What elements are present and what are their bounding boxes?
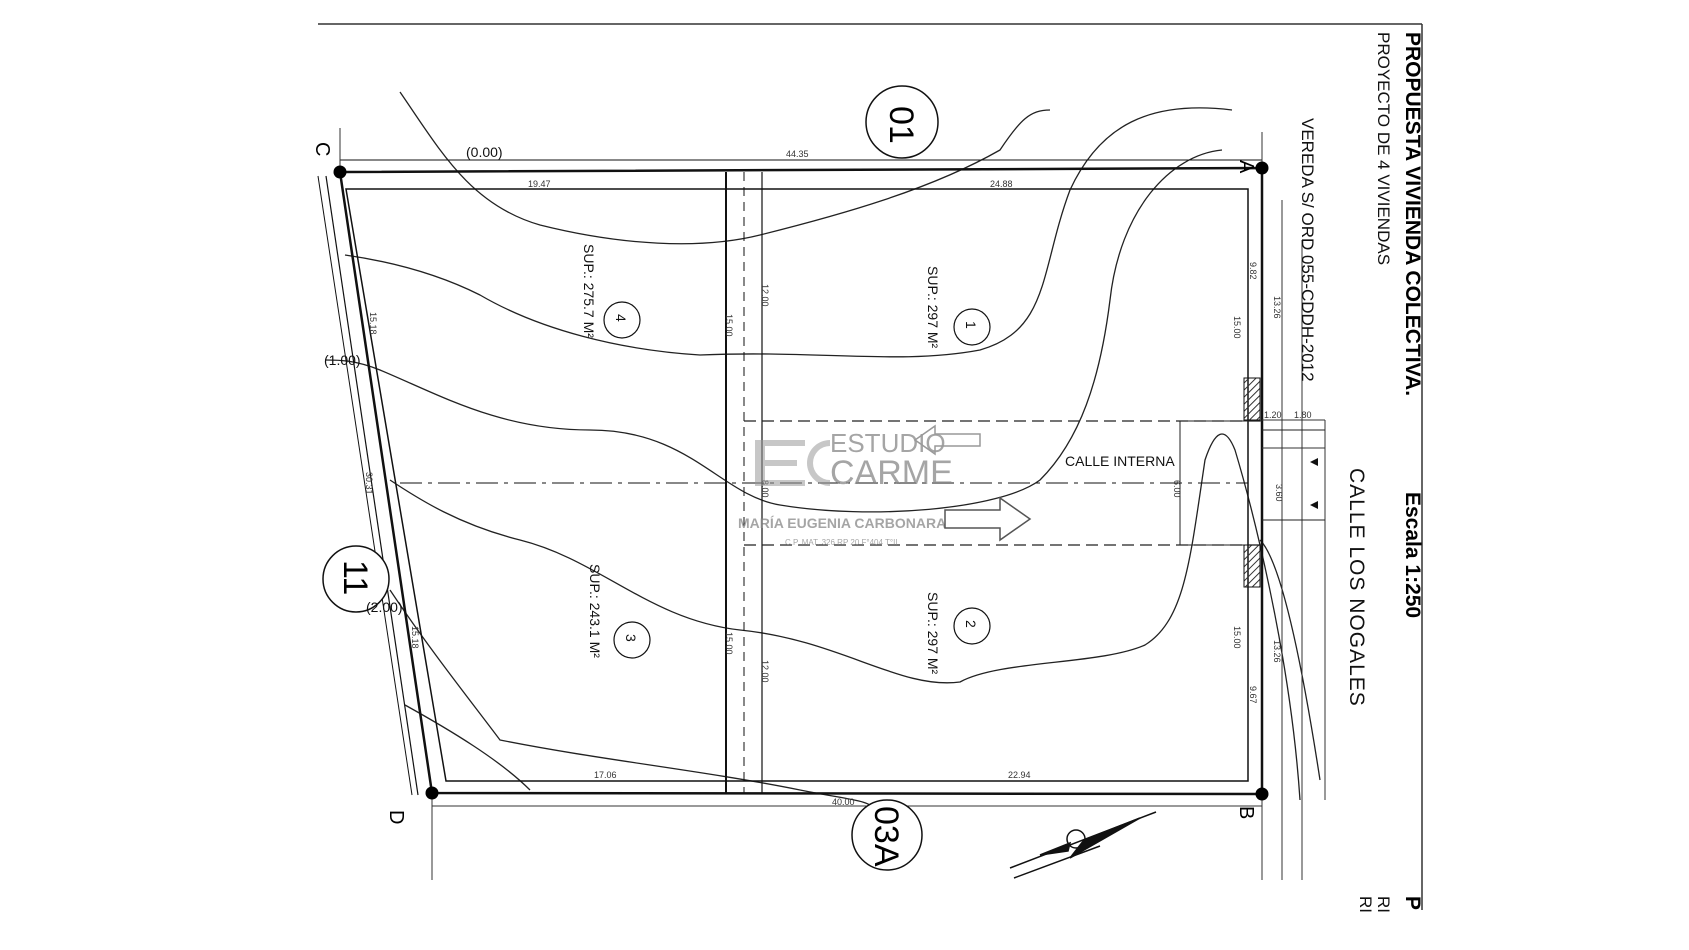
lot-3-number: 3: [623, 634, 639, 642]
watermark-line1: ESTUDIO: [830, 428, 946, 458]
watermark-mat: C.P. MAT. 326 RP 20 F°404 T°II: [785, 538, 898, 547]
lot-1-area: SUP.: 297 M²: [925, 266, 941, 349]
gate-swing-icon: [1310, 458, 1318, 509]
dim-right-lower-2: 15.00: [1232, 626, 1242, 649]
neighbor-markers: [322, 85, 939, 871]
dim-top-total: 44.35: [786, 149, 809, 159]
access-arrow-icon: [913, 424, 1032, 542]
dim-lot-depth-upper-right: 12.00: [760, 284, 770, 307]
dim-right-upper-1: 9.82: [1248, 262, 1258, 280]
dim-street-width: 6.00: [1172, 480, 1182, 498]
plan-subtitle: PROYECTO DE 4 VIVIENDAS: [1374, 32, 1393, 265]
level-1: (1.00): [324, 352, 361, 368]
lot-1-number: 1: [963, 321, 979, 329]
dim-lot-depth-upper-left: 15.00: [724, 314, 734, 337]
contour-lines: [324, 91, 1321, 811]
corner-c: C: [311, 142, 333, 156]
plan-scale: Escala 1:250: [1401, 492, 1424, 618]
watermark-line2: CARME: [830, 454, 953, 492]
lot-2-number: 2: [963, 620, 979, 628]
watermark: EC ESTUDIO CARME MARÍA EUGENIA CARBONARA…: [738, 428, 953, 547]
dim-right-upper-3: 13.26: [1272, 296, 1282, 319]
lot-markers: [603, 301, 991, 659]
lot-4-area: SUP.: 275.7 M²: [581, 244, 597, 338]
dim-top-left: 19.47: [528, 179, 551, 189]
dim-left-upper: 15.18: [368, 312, 378, 335]
cut-edge-letter-1: P: [1401, 896, 1424, 910]
lot-3-circle: [613, 621, 651, 659]
dim-top-right: 24.88: [990, 179, 1013, 189]
property-boundary: [317, 159, 1264, 796]
neighbor-03a-label: 03A: [867, 806, 905, 867]
dim-right-lower-3: 13.26: [1272, 640, 1282, 663]
dim-left-lower: 15.18: [410, 626, 420, 649]
lot-2-circle: [953, 607, 991, 645]
sheet-frame: [318, 23, 1423, 910]
vereda-ordinance: VEREDA S/ ORD 055-CDDH-2012: [1298, 118, 1317, 382]
cut-edge-letter-2: RI: [1374, 896, 1393, 913]
street-name: CALLE LOS NOGALES: [1345, 468, 1368, 707]
dim-right-upper-2: 15.00: [1232, 316, 1242, 339]
corner-points: [333, 161, 1269, 801]
lot-3-area: SUP.: 243.1 M²: [587, 564, 603, 658]
dim-lot-depth-lower-right: 12.00: [760, 660, 770, 683]
corner-a: A: [1235, 160, 1257, 174]
lot-4-circle: [603, 301, 641, 339]
dim-bottom-total: 40.00: [832, 797, 855, 807]
north-arrow-icon: [1009, 811, 1157, 879]
dim-lot-depth-lower-left: 15.00: [724, 632, 734, 655]
lot-2-area: SUP.: 297 M²: [925, 592, 941, 675]
lot-4-number: 4: [613, 314, 629, 322]
gate-pillars: [1243, 377, 1261, 588]
corner-b: B: [1235, 806, 1257, 819]
level-0: (0.00): [466, 144, 503, 160]
dim-bottom-right: 22.94: [1008, 770, 1031, 780]
dim-gap-a: 1.20: [1264, 410, 1282, 420]
cut-edge-letter-3: RI: [1356, 896, 1375, 913]
dim-bottom-left: 17.06: [594, 770, 617, 780]
corner-d: D: [385, 810, 407, 824]
internal-street-label: CALLE INTERNA: [1065, 453, 1175, 469]
neighbor-11-label: 11: [336, 560, 374, 595]
watermark-name: MARÍA EUGENIA CARBONARA: [738, 515, 946, 531]
plan-title: PROPUESTA VIVIENDA COLECTIVA.: [1401, 32, 1424, 396]
lot-1-circle: [953, 308, 991, 346]
dim-right-lower-1: 9.67: [1248, 686, 1258, 704]
neighbor-01-label: 01: [882, 106, 920, 144]
dim-gap-c: 3.60: [1274, 484, 1284, 502]
extension-lines: [339, 128, 1326, 880]
internal-street: [744, 420, 1325, 546]
dim-center-left: 8.00: [760, 480, 770, 498]
dim-left-mid: 30.31: [364, 472, 374, 495]
level-2: (2.00): [366, 599, 403, 615]
dim-gap-b: 1.80: [1294, 410, 1312, 420]
